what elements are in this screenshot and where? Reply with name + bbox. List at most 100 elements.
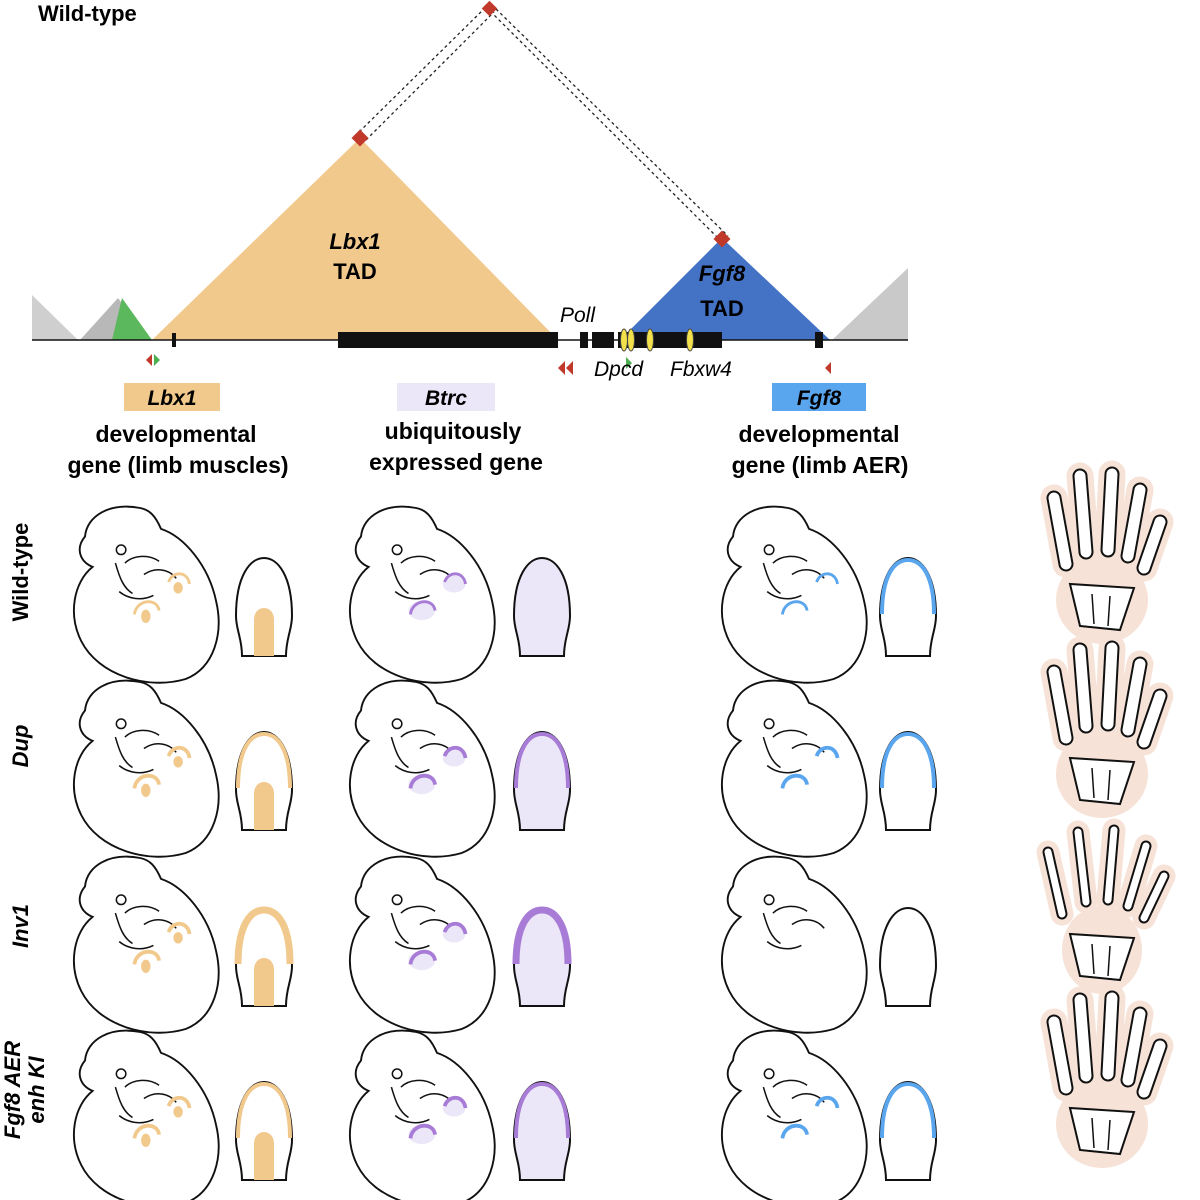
btrc-desc-line1: ubiquitously <box>385 418 522 444</box>
embryo-eye <box>115 1068 127 1080</box>
embryo-eye <box>763 718 775 730</box>
digit-bone <box>1104 826 1118 904</box>
embryo-eye <box>763 1068 775 1080</box>
forelimb-expression-arc <box>780 773 809 789</box>
dpcd-label: Dpcd <box>594 358 644 381</box>
expression-panels <box>73 460 1176 1200</box>
embryo-eye <box>763 544 775 556</box>
left-green-domain <box>112 298 152 340</box>
embryo-eye <box>115 718 127 730</box>
limb-bud <box>512 1080 572 1181</box>
embryo-arches <box>762 555 825 600</box>
hindlimb-expression <box>442 925 466 943</box>
embryo-outline <box>349 679 496 858</box>
muscle-precursor-forelimb <box>141 609 151 623</box>
embryo-outline <box>721 679 868 858</box>
fbxw4-label: Fbxw4 <box>670 358 732 381</box>
hindlimb-expression <box>442 749 466 767</box>
hindlimb-expression <box>442 1099 466 1117</box>
digit-bone <box>1044 848 1066 918</box>
embryo-eye <box>391 894 403 906</box>
hindlimb-expression-arc <box>166 1095 192 1109</box>
forelimb-expression-arc <box>408 600 437 615</box>
fgf8-desc-line1: developmental <box>738 421 899 447</box>
aer-expression <box>514 1081 570 1139</box>
embryo-eye <box>763 894 775 906</box>
embryo-body <box>349 679 496 858</box>
forelimb-expression-arc <box>780 1123 809 1139</box>
poll-gene-block <box>580 332 588 348</box>
limb-bud <box>512 730 572 831</box>
embryo-body <box>349 1029 496 1200</box>
embryo-outline <box>73 679 220 858</box>
digit-bone <box>1122 484 1146 562</box>
forelimb-expression-arc <box>132 1123 161 1139</box>
limb-skeleton <box>1040 984 1174 1168</box>
digit-bone <box>1074 994 1092 1082</box>
aer-expression <box>512 906 572 965</box>
hindlimb-expression-arc <box>166 921 192 935</box>
embryo-arches <box>762 729 825 774</box>
forelimb-expression-arc <box>132 773 161 789</box>
muscle-precursor-hindlimb <box>173 582 183 594</box>
limb-skeleton <box>1036 818 1176 994</box>
limb-bud <box>512 556 572 657</box>
limb-bud-outline <box>878 906 938 1007</box>
forelimb-expression-arc <box>408 1123 437 1139</box>
lbx1-gene-block <box>172 333 176 347</box>
fgf8-tad-suffix: TAD <box>700 296 744 321</box>
embryo-outline <box>349 855 496 1034</box>
digit-bone <box>1138 516 1166 574</box>
carpal-lines <box>1079 767 1121 805</box>
lbx1-tad-name: Lbx1 <box>329 229 380 254</box>
forelimb-expression-arc <box>132 600 161 615</box>
embryo-body <box>349 505 496 684</box>
forelimb-expression-arc <box>408 949 437 965</box>
hindlimb-expression-arc <box>166 745 192 759</box>
muscle-precursor-forelimb <box>141 1133 151 1147</box>
carpal-lines <box>1079 1117 1121 1155</box>
ctcf-site-red-1 <box>558 361 565 375</box>
ectopic-aer-expression <box>234 906 294 965</box>
dpcd-gene-block <box>592 332 614 348</box>
digit-bone <box>1124 842 1150 910</box>
embryo-eye <box>391 544 403 556</box>
forelimb-expression-arc <box>132 949 161 965</box>
digit-bone <box>1138 1040 1166 1098</box>
fgf8-header-box <box>772 383 866 411</box>
row-label-fgf8-aer-line2: enh KI <box>24 1056 49 1124</box>
hindlimb-expression-arc <box>442 1095 468 1109</box>
limb-bud <box>234 906 294 1007</box>
lbx1-desc-line2: gene (limb muscles) <box>67 452 288 478</box>
limb-bud-outline <box>234 556 294 657</box>
ctcf-site-green-left <box>154 354 160 366</box>
embryo-arches <box>390 1079 453 1124</box>
embryo-outline <box>73 1029 220 1200</box>
digit-bone <box>1048 1016 1072 1094</box>
right-flank-tad <box>832 268 908 340</box>
embryo-outline <box>721 505 868 684</box>
fbxw4-gene-block <box>618 332 722 348</box>
limb-skeleton <box>1040 460 1174 644</box>
limb-skeleton <box>1040 634 1174 818</box>
embryo-outline <box>73 505 220 684</box>
embryo-body <box>73 1029 220 1200</box>
embryo-body <box>73 679 220 858</box>
fgf8-gene-block <box>815 332 823 348</box>
left-flank-tad <box>32 295 78 340</box>
lbx1-tad <box>152 138 558 340</box>
embryo-eye <box>391 1068 403 1080</box>
limb-bud <box>878 1080 938 1181</box>
hindlimb-expression <box>442 575 466 593</box>
embryo-arches <box>390 555 453 600</box>
fgf8-desc-line2: gene (limb AER) <box>732 452 909 478</box>
limb-bud <box>878 556 938 657</box>
embryo-arches <box>114 905 177 950</box>
row-label-dup: Dup <box>8 725 33 768</box>
ectopic-aer-expression <box>236 731 292 789</box>
embryo-arches <box>114 555 177 600</box>
digit-bone <box>1102 468 1118 556</box>
row-label-fgf8-aer-line1: Fgf8 AER <box>0 1041 25 1139</box>
limb-bud <box>878 730 938 831</box>
limb-bud <box>878 906 938 1007</box>
